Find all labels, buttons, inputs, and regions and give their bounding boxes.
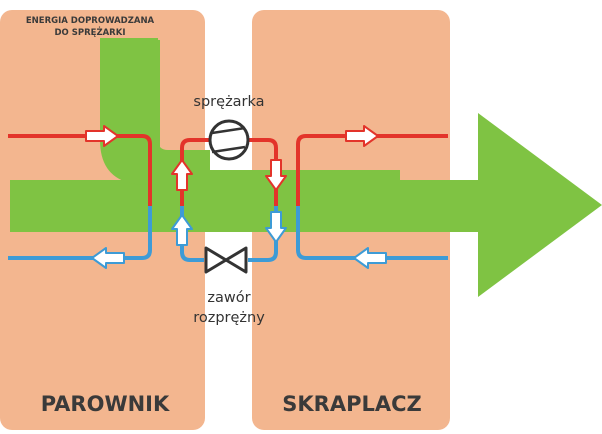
compressor-icon (208, 119, 250, 161)
arrow-left-icon (91, 247, 125, 269)
arrow-up-icon (171, 214, 193, 246)
evaporator-title: PAROWNIK (41, 392, 170, 416)
arrow-left-icon (353, 247, 387, 269)
arrow-right-icon (85, 125, 119, 147)
valve-label-line1: zawór (207, 290, 250, 306)
compressor-label: sprężarka (193, 94, 264, 110)
valve-label-line2: rozprężny (193, 310, 265, 326)
arrow-down-icon (265, 159, 287, 191)
expansion-valve-icon (204, 246, 248, 274)
energy-flow (10, 38, 602, 297)
energy-label-line2: DO SPRĘŻARKI (55, 27, 126, 38)
energy-label-line1: ENERGIA DOPROWADZANA (26, 16, 155, 26)
condenser-title: SKRAPLACZ (282, 392, 421, 416)
hot-pipe (8, 134, 448, 206)
arrow-up-icon (171, 159, 193, 191)
cold-pipe (8, 206, 448, 262)
output-arrow-head (478, 113, 602, 297)
flow-arrows (85, 125, 387, 269)
arrow-down-icon (265, 211, 287, 243)
arrow-right-icon (345, 125, 379, 147)
